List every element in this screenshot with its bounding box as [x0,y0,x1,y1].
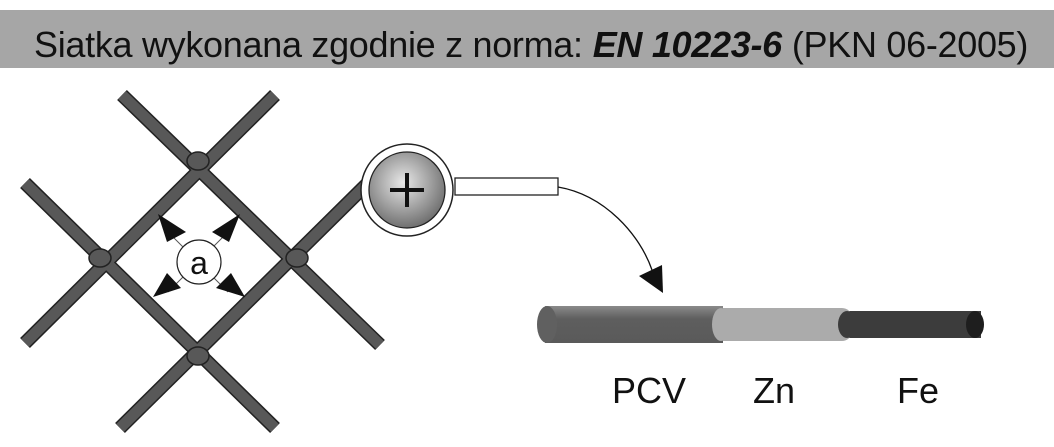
layer-zn [713,308,852,341]
title-prefix: Siatka wykonana zgodnie z norma: [34,24,583,65]
layer-fe [841,311,981,338]
wire-cross-section [537,306,984,343]
standard-code: EN 10223-6 [592,24,782,65]
wire-mesh [20,89,385,433]
magnifier-icon [360,143,559,237]
label-fe: Fe [897,370,940,411]
mesh-size-arrows-icon [153,214,245,297]
wire-knots [88,151,309,366]
label-pcv: PCV [612,370,687,411]
label-zn: Zn [753,370,796,411]
title-banner: Siatka wykonana zgodnie z norma:EN 10223… [0,10,1054,68]
layer-pcv [545,306,723,343]
page-title: Siatka wykonana zgodnie z norma:EN 10223… [34,24,1028,66]
title-suffix: (PKN 06-2005) [791,24,1029,65]
mesh-size-circle [176,239,222,285]
pointer-arrow [557,186,663,293]
